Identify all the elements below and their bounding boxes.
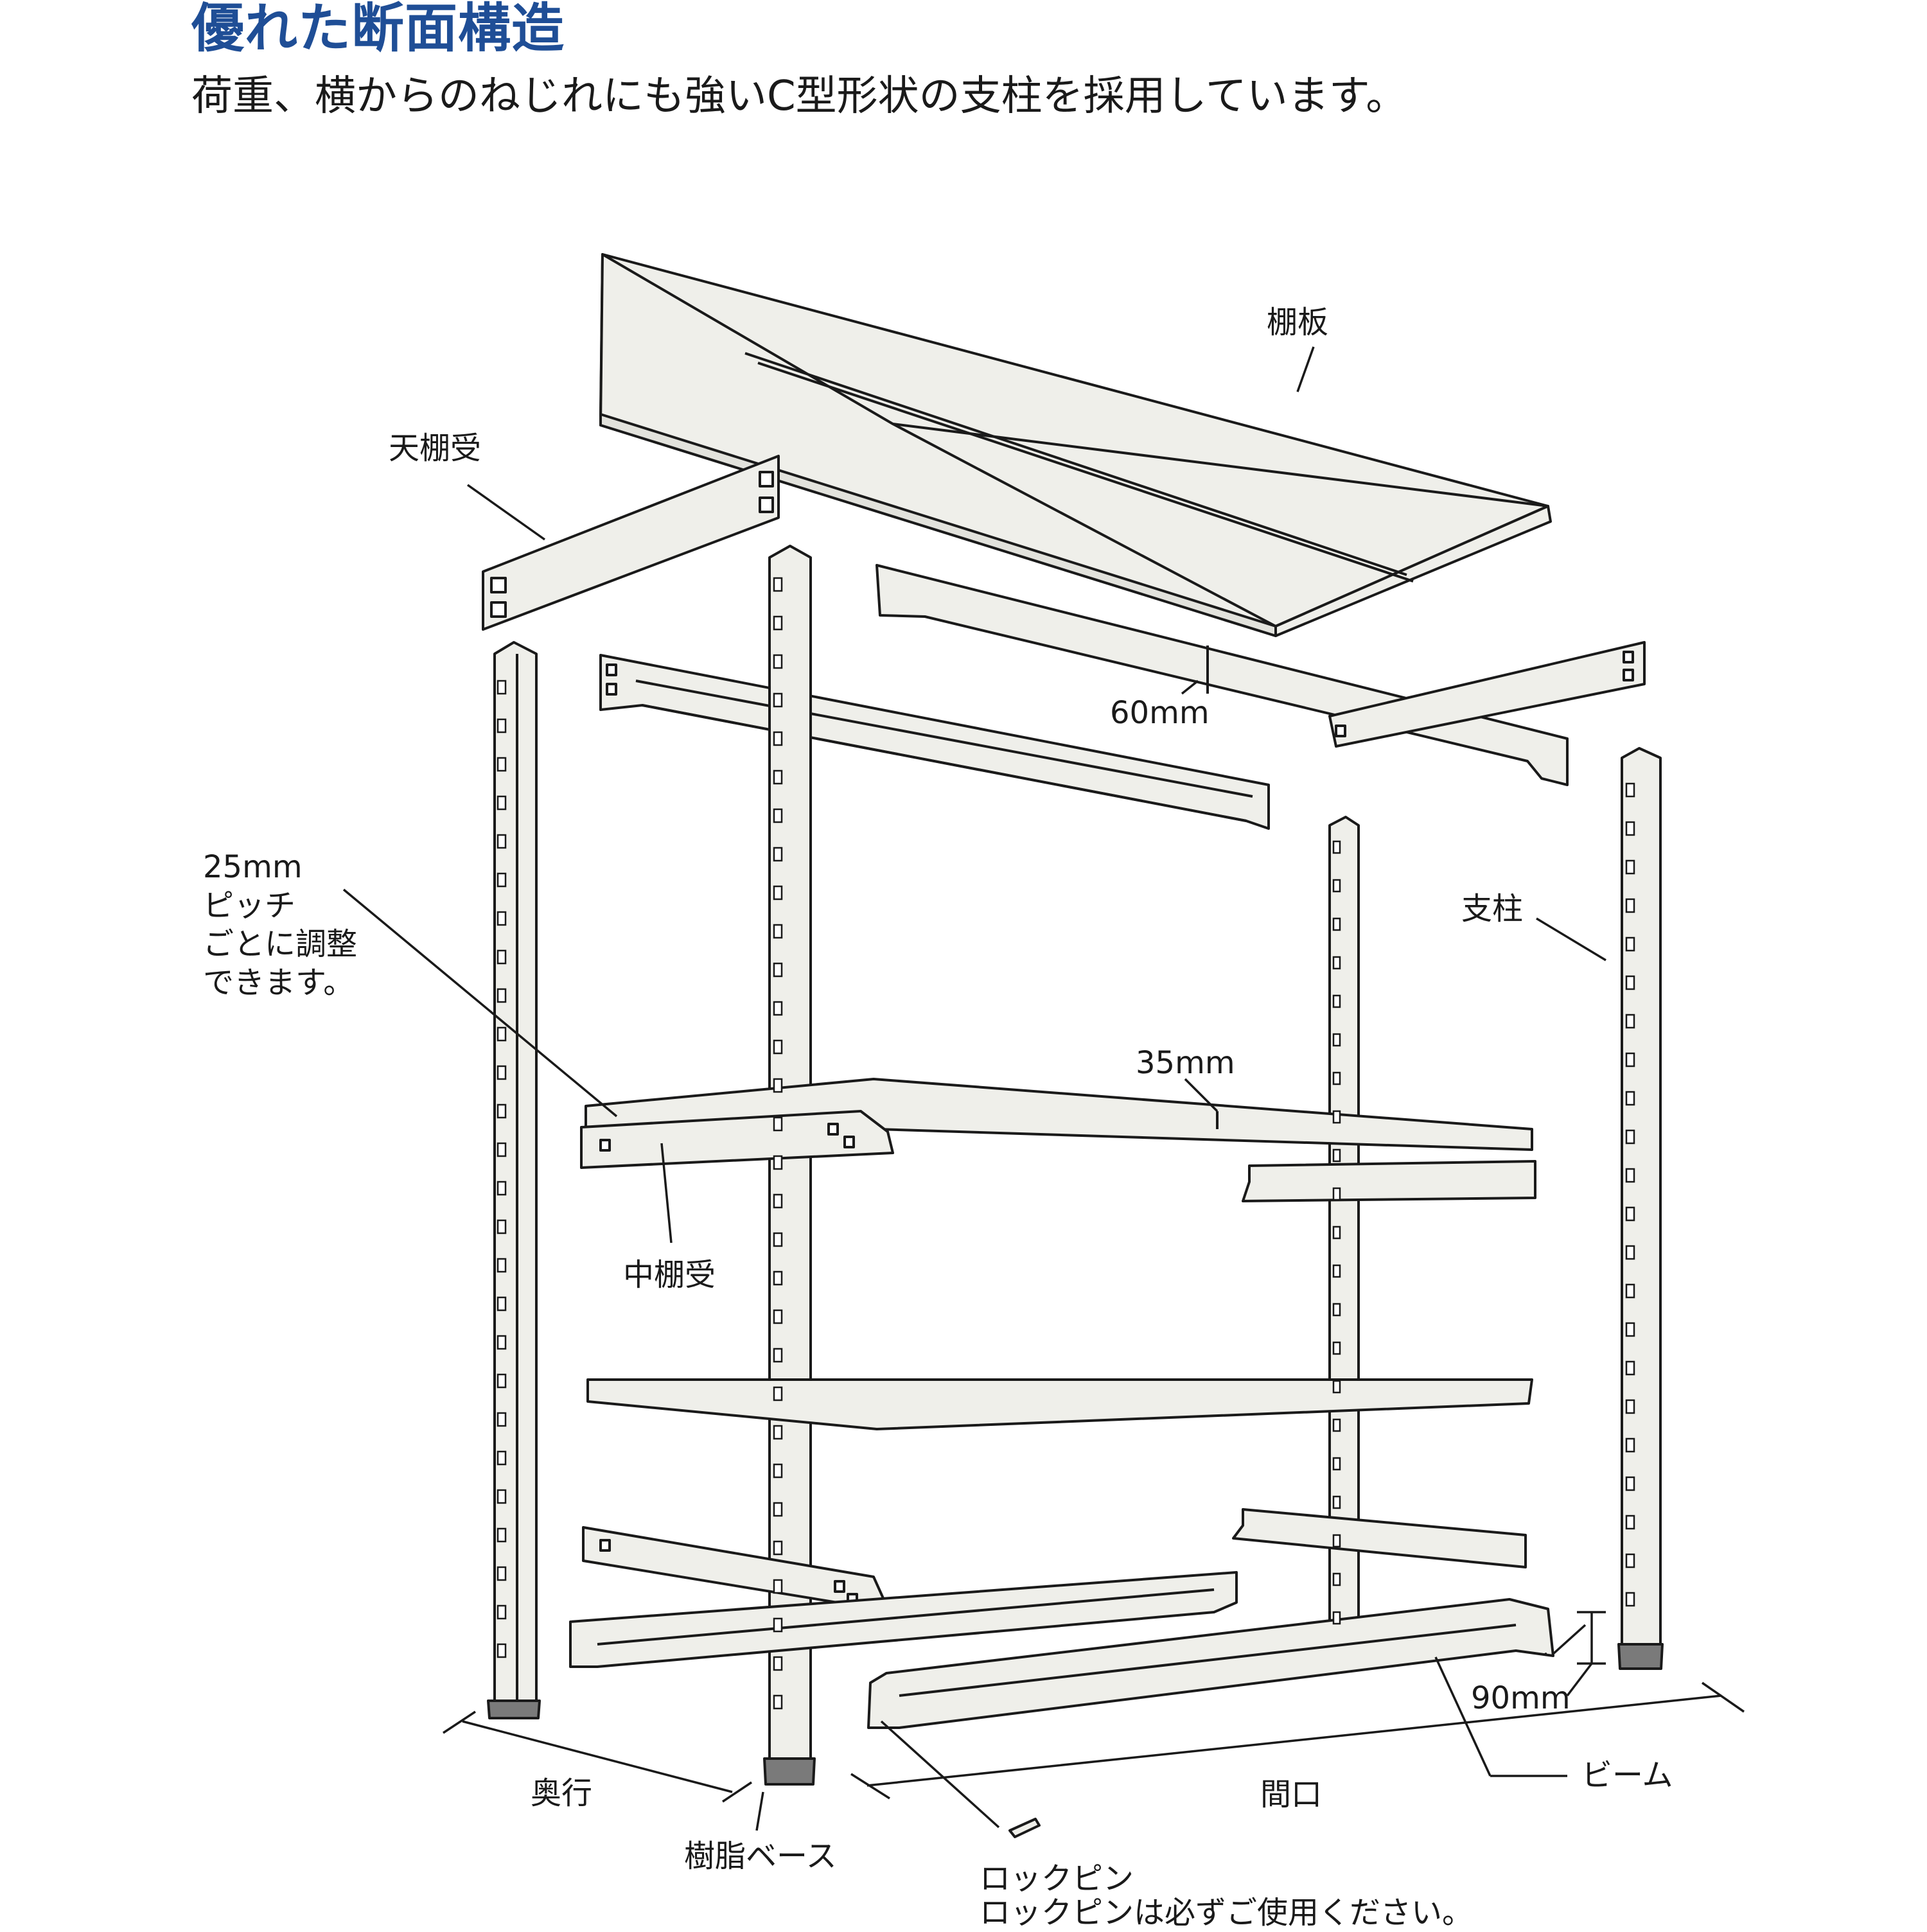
label-dim-35mm: 35mm: [1136, 1045, 1235, 1081]
label-pitch-note: 25mm ピッチ ごとに調整 できます。: [203, 848, 357, 1002]
label-post: 支柱: [1461, 891, 1524, 927]
low-bracket-front-left: [582, 1526, 897, 1613]
page-subtitle: 荷重、横からのねじれにも強いC型形状の支柱を採用しています。: [191, 73, 1407, 120]
low-side-beam-left: [569, 1571, 1238, 1668]
top-side-beam-right: [1328, 641, 1646, 748]
label-width: 間口: [1260, 1777, 1323, 1813]
post-back-right: [1328, 816, 1360, 1651]
bottom-beam: [867, 1598, 1554, 1729]
label-depth: 奥行: [531, 1775, 593, 1811]
page-title: 優れた断面構造: [191, 0, 565, 59]
label-lock-pin-note: ロックピンは必ずご使用ください。: [980, 1895, 1474, 1931]
pitch-line-2: ピッチ: [203, 888, 296, 924]
label-dim-60mm: 60mm: [1110, 695, 1210, 731]
leader-lines: [342, 346, 1745, 1831]
holes-far-right: [1625, 782, 1635, 1607]
top-bracket: [482, 455, 780, 631]
low-bracket-back-right: [1232, 1508, 1527, 1568]
shelf-middle-plain: [586, 1378, 1533, 1430]
post-far-left: [487, 641, 541, 1719]
post-holes: [497, 577, 1635, 1710]
pitch-line-3: ごとに調整: [203, 926, 358, 962]
lock-pin: [1008, 1818, 1041, 1838]
post-far-right: [1617, 747, 1664, 1670]
label-top-bracket: 天棚受: [389, 430, 482, 466]
label-mid-bracket: 中棚受: [623, 1257, 716, 1293]
mid-bracket-front: [580, 1110, 894, 1169]
top-side-beam-left: [599, 654, 1270, 830]
label-beam: ビーム: [1581, 1757, 1673, 1793]
pitch-line-4: できます。: [203, 965, 355, 1001]
holes-front-left: [773, 577, 783, 1710]
holes-back-right: [1332, 840, 1341, 1625]
label-dim-90mm: 90mm: [1471, 1680, 1571, 1716]
label-resin-base: 樹脂ベース: [684, 1838, 837, 1874]
label-lock-pin: ロックピン: [980, 1861, 1134, 1897]
label-shelf-board: 棚板: [1267, 304, 1329, 340]
holes-far-left: [497, 680, 507, 1658]
pitch-line-1: 25mm: [203, 849, 303, 885]
top-beam-60mm: [876, 564, 1569, 786]
mid-bracket-back-right: [1242, 1160, 1536, 1202]
shelf-board-top: [599, 253, 1552, 637]
